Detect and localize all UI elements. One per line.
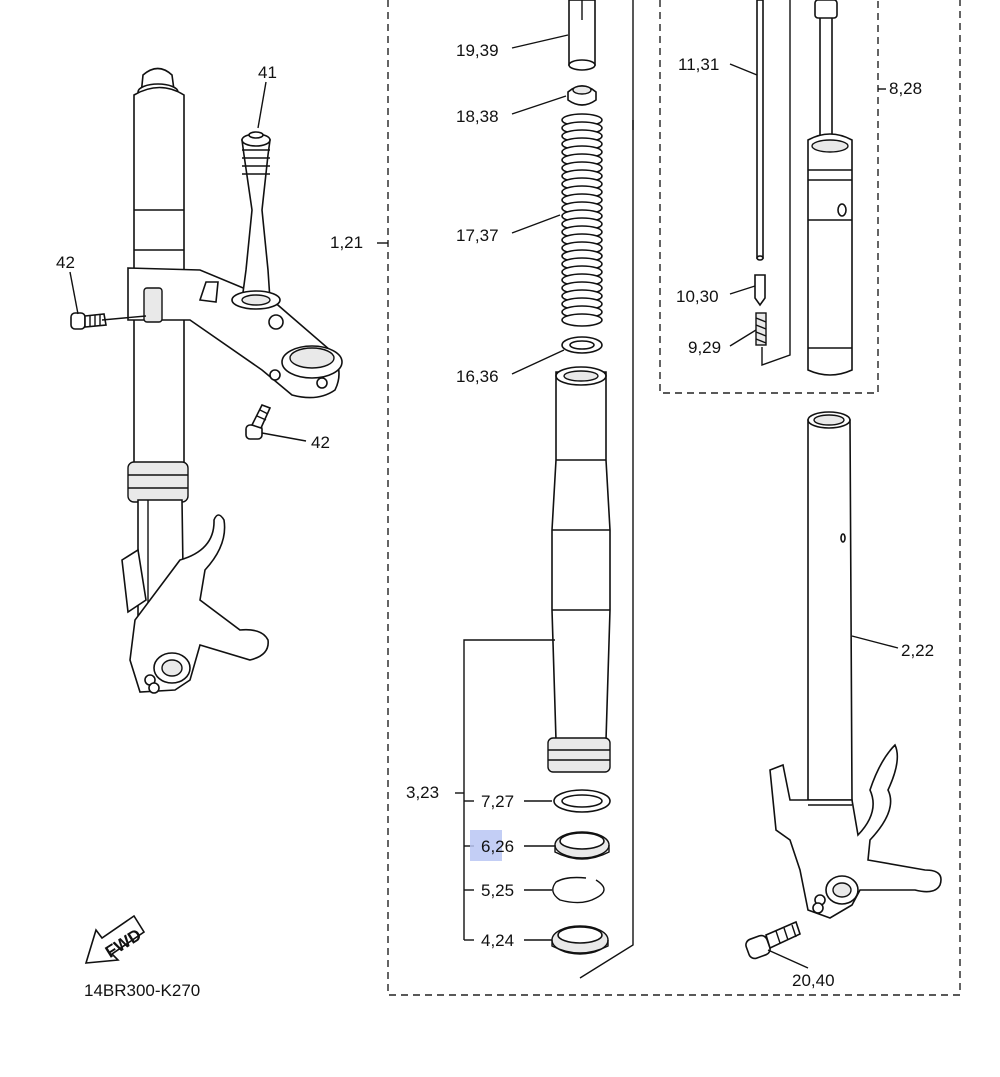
label-4-24[interactable]: 4,24: [481, 931, 514, 950]
label-17-37[interactable]: 17,37: [456, 226, 499, 245]
label-8-28[interactable]: 8,28: [889, 79, 922, 98]
damper-cartridge-part-8-28: [807, 0, 853, 376]
inner-tube-part-3-23: [547, 366, 611, 773]
washer-part-16-36: [561, 336, 603, 354]
label-9-29[interactable]: 9,29: [688, 338, 721, 357]
label-10-30[interactable]: 10,30: [676, 287, 719, 306]
steering-stem-part-41: [231, 131, 281, 310]
cap-bolt-part-19-39: [568, 0, 596, 71]
label-11-31[interactable]: 11,31: [678, 55, 719, 74]
axle-bolt-part-20-40: [745, 920, 801, 960]
clamp-bolt-upper-part-42: [70, 312, 107, 330]
part-labels: 41 42 42 1,21 19,39 18,38 17,37 16,36 11…: [56, 41, 934, 990]
oil-seal-part-6-26: [554, 831, 610, 860]
label-6-26[interactable]: 6,26: [481, 837, 514, 856]
fork-spring-part-17-37: [561, 113, 603, 327]
label-3-23[interactable]: 3,23: [406, 783, 439, 802]
label-5-25[interactable]: 5,25: [481, 881, 514, 900]
label-42-upper[interactable]: 42: [56, 253, 75, 272]
spring-coil: [561, 313, 603, 327]
clamp-bolt-lower-part-42: [245, 403, 272, 440]
spring-part-9-29: [755, 312, 767, 346]
assembled-fork-illustration: [121, 67, 343, 694]
label-1-21[interactable]: 1,21: [330, 233, 363, 252]
selected-part-highlight: [470, 830, 502, 861]
label-2-22[interactable]: 2,22: [901, 641, 934, 660]
label-7-27[interactable]: 7,27: [481, 792, 514, 811]
label-20-40[interactable]: 20,40: [792, 971, 835, 990]
adjuster-rod-part-10-30: [754, 274, 766, 307]
fork-group-outline: [387, 0, 961, 996]
label-18-38[interactable]: 18,38: [456, 107, 499, 126]
clip-part-5-25: [552, 876, 605, 904]
dust-seal-part-7-27: [553, 789, 611, 813]
spring-seat-part-18-38: [567, 85, 597, 106]
label-16-36[interactable]: 16,36: [456, 367, 499, 386]
label-41[interactable]: 41: [258, 63, 277, 82]
leader-lines: [69, 34, 899, 969]
outer-tube-part-2-22: [769, 411, 942, 919]
label-42-lower[interactable]: 42: [311, 433, 330, 452]
label-19-39[interactable]: 19,39: [456, 41, 499, 60]
bushing-part-4-24: [551, 925, 609, 955]
fwd-arrow-icon: FWD: [84, 914, 146, 964]
diagram-code: 14BR300-K270: [84, 981, 200, 1000]
damper-rod-part-11-31: [756, 0, 764, 261]
